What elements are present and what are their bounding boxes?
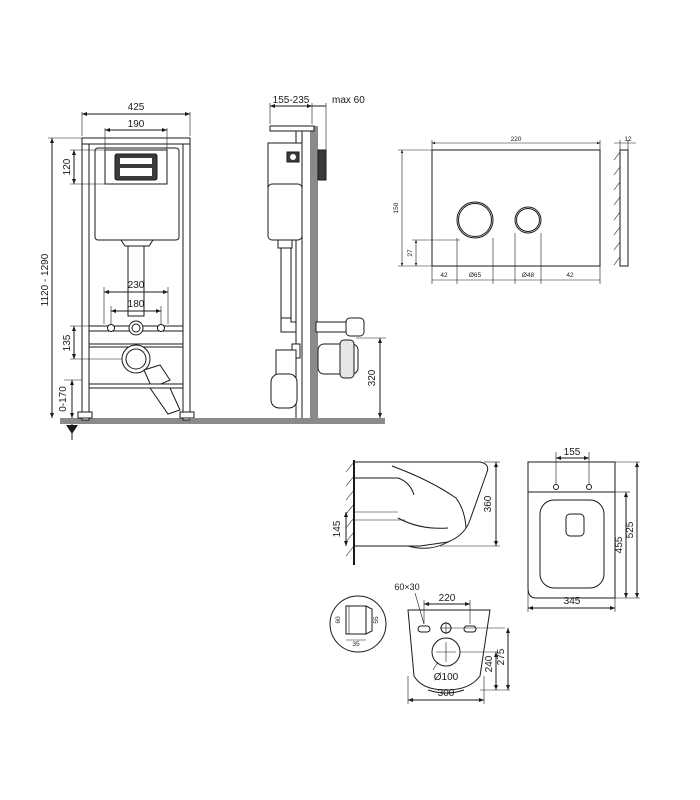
dim-big-button: Ø65 <box>469 272 482 279</box>
bowl-top-bolt-right <box>586 484 592 490</box>
side-floor <box>190 418 385 424</box>
flush-pipe <box>127 245 145 317</box>
dim-plate-width: 220 <box>511 136 522 143</box>
dim-sleeve-len: 35 <box>352 641 360 648</box>
bowl-top-outline <box>527 461 616 599</box>
side-drain-bowl <box>270 373 298 409</box>
dim-outlet-diameter: Ø100 <box>434 672 459 683</box>
frame-side-view: 155-235 max 60 320 <box>190 95 386 424</box>
bowl-top-rim <box>539 499 605 589</box>
plate-side-profile <box>619 149 629 267</box>
plate-thickness <box>317 149 327 181</box>
flush-mechanism <box>114 153 158 181</box>
side-pipe-bend <box>280 317 297 333</box>
drain-elbow <box>143 364 171 389</box>
dim-sleeve-left: 60 <box>335 616 342 624</box>
big-flush-button <box>456 201 494 239</box>
bowl-side-rim <box>354 477 415 496</box>
frame-front-view: 425 190 1120 - 1290 120 230 180 135 0-17… <box>40 102 385 440</box>
small-flush-button <box>514 206 542 234</box>
frame-post-left <box>81 137 90 421</box>
foot-left <box>77 411 93 419</box>
dim-inlet-height: 240 <box>484 655 495 672</box>
cistern-neck <box>120 239 154 247</box>
sleeve-detail: 60 55 35 <box>329 595 387 653</box>
flush-plate-view: 220 150 27 42 Ø65 Ø48 42 12 <box>393 136 636 284</box>
dim-floor-adjust: 0-170 <box>58 386 69 412</box>
dim-pipe-spacing-inner: 180 <box>128 299 145 310</box>
flush-mech-detail <box>120 168 152 176</box>
frame-top-bar <box>81 137 191 145</box>
dim-bowl-base-width: 300 <box>438 688 455 699</box>
bolt-right <box>157 324 165 332</box>
dim-frame-height: 1120 - 1290 <box>40 253 51 306</box>
leader-line <box>414 592 425 625</box>
side-inlet-cap <box>345 317 365 337</box>
bowl-side-base <box>407 541 449 549</box>
dim-small-button: Ø48 <box>522 272 535 279</box>
sleeve-flange <box>365 605 373 635</box>
bowl-back-slot-right <box>463 625 477 633</box>
dim-bolt-slot: 60×30 <box>394 582 419 592</box>
dim-plate-offset: 27 <box>407 249 414 257</box>
water-inlet <box>128 320 144 336</box>
dim-bowl-fixing-height: 145 <box>332 520 343 537</box>
dim-sleeve-right: 55 <box>373 616 380 624</box>
dim-side-depth: 155-235 <box>273 95 310 106</box>
drain-outlet-inner <box>125 348 147 370</box>
dim-bowl-height: 360 <box>483 495 494 512</box>
bowl-top-drain <box>565 513 585 537</box>
dim-frame-width: 425 <box>128 102 145 113</box>
plate-wall-hatch <box>613 151 621 266</box>
bowl-back-outline <box>407 609 491 691</box>
flush-mech-detail <box>120 158 152 164</box>
sleeve-detail-circle <box>329 595 387 653</box>
frame-post-right <box>182 137 191 421</box>
dim-drain-height: 135 <box>62 334 73 351</box>
dim-back-bolt-spacing: 220 <box>439 593 456 604</box>
dim-flush-height: 120 <box>62 158 73 175</box>
dim-bowl-inner-length: 455 <box>614 536 625 553</box>
side-neck <box>277 239 293 249</box>
dim-plate-thickness: 12 <box>624 136 632 143</box>
side-bowl-flange <box>339 339 355 379</box>
dim-outlet-height: 275 <box>496 648 507 665</box>
bowl-side-inner <box>391 465 467 529</box>
wall-section <box>310 126 318 418</box>
side-cistern-body <box>267 183 303 241</box>
dim-side-max: max 60 <box>332 95 365 106</box>
bolt-left <box>107 324 115 332</box>
bowl-side-trap <box>397 517 449 529</box>
side-top-bracket <box>269 125 315 132</box>
side-flush-pipe <box>280 247 292 319</box>
foot-right <box>179 411 195 419</box>
frame-cross-bar-lower <box>88 383 184 389</box>
bowl-wall-hatch <box>345 461 355 557</box>
small-flush-button-ring <box>516 208 540 232</box>
bowl-top-bolt-left <box>553 484 559 490</box>
bowl-side-view: 145 360 <box>332 460 500 565</box>
dim-plate-height: 150 <box>393 202 400 213</box>
bowl-top-view: 155 455 525 345 <box>527 447 640 612</box>
dim-side-drain-height: 320 <box>367 369 378 386</box>
dim-plate-margin-left: 42 <box>440 272 448 279</box>
dim-flush-width: 190 <box>128 119 145 130</box>
bowl-back-slot-left <box>417 625 431 633</box>
dim-bowl-length: 525 <box>625 521 636 538</box>
side-cistern-top <box>267 142 303 190</box>
water-inlet-inner <box>131 323 141 333</box>
bowl-back-view: 60 55 35 60×30 220 240 275 Ø100 <box>329 582 510 704</box>
dim-plate-margin-right: 42 <box>566 272 574 279</box>
flush-plate <box>431 149 601 267</box>
leader-line <box>432 661 439 671</box>
dim-bowl-bolt-spacing: 155 <box>564 447 581 458</box>
side-valve-hole <box>290 154 296 160</box>
dim-bowl-width: 345 <box>564 596 581 607</box>
frame-diagonal <box>149 387 181 415</box>
dim-pipe-spacing-outer: 230 <box>128 280 145 291</box>
bowl-side-outline <box>354 461 489 547</box>
bowl-back-foot <box>427 689 465 694</box>
big-flush-button-ring <box>458 203 492 237</box>
